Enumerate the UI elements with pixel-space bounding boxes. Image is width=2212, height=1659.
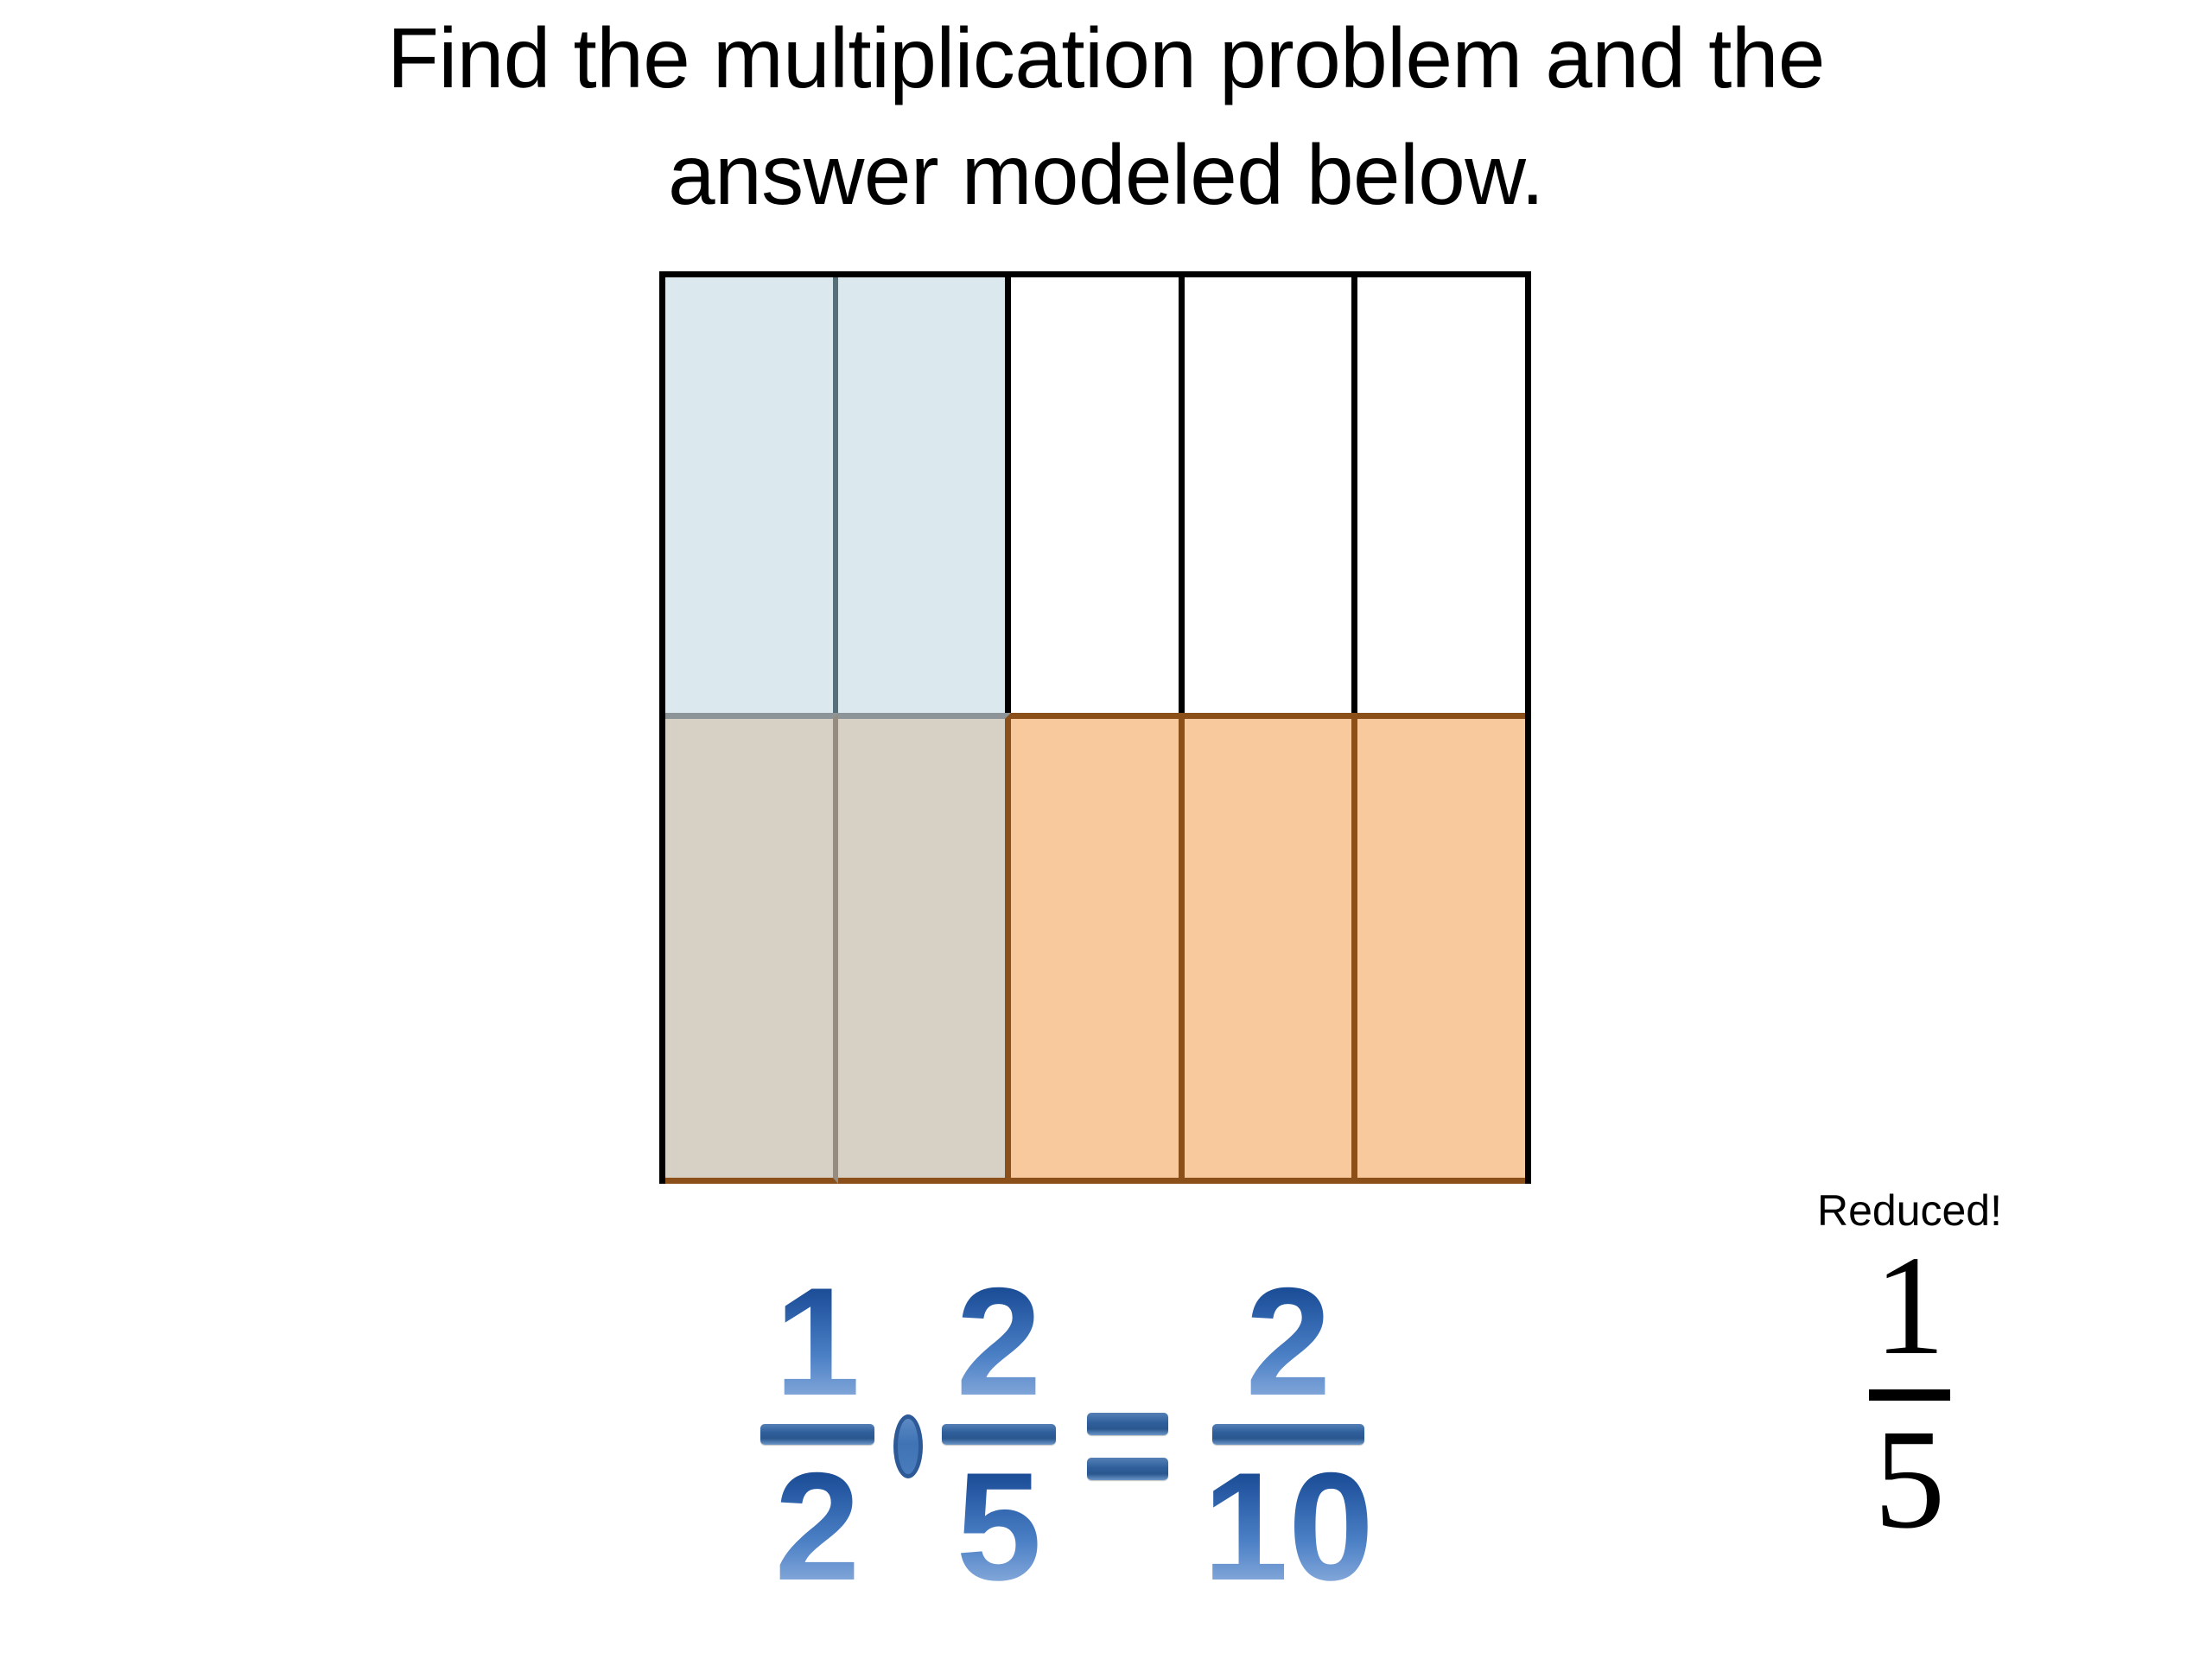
fraction-two-tenths-numerator: 2 xyxy=(1243,1265,1335,1419)
fraction-one-fifth-denominator: 5 xyxy=(1873,1400,1946,1558)
reduced-label: Reduced! xyxy=(1816,1186,2003,1235)
area-model-top-row xyxy=(659,271,1531,719)
equals-bar-top xyxy=(1087,1413,1168,1435)
fraction-two-tenths-denominator: 10 xyxy=(1199,1450,1377,1604)
fraction-one-half-numerator: 1 xyxy=(772,1265,864,1419)
title-line-2: answer modeled below. xyxy=(668,127,1544,222)
area-model-cell-2-4[interactable] xyxy=(1184,713,1358,1184)
fraction-one-fifth-bar xyxy=(1869,1389,1950,1401)
title-line-1: Find the multiplication problem and the xyxy=(387,10,1825,105)
fraction-two-tenths: 2 10 xyxy=(1199,1265,1377,1604)
fraction-two-fifths-denominator: 5 xyxy=(953,1450,1046,1604)
page-title: Find the multiplication problem and the … xyxy=(0,0,2212,233)
fraction-one-fifth: 1 5 xyxy=(1754,1226,2065,1558)
fraction-two-fifths-bar xyxy=(942,1424,1056,1445)
equals-sign-icon xyxy=(1087,1413,1168,1480)
area-model-cell-2-3[interactable] xyxy=(1011,713,1185,1184)
fraction-one-fifth-numerator: 1 xyxy=(1873,1226,1946,1384)
area-model-cell-2-5[interactable] xyxy=(1357,713,1525,1184)
area-model-cell-1-1[interactable] xyxy=(665,277,838,719)
equals-bar-bottom xyxy=(1087,1458,1168,1480)
area-model-cell-1-3[interactable] xyxy=(1011,277,1185,719)
area-model-bottom-row xyxy=(659,713,1531,1184)
reduced-answer-block: Reduced! 1 5 xyxy=(1754,1184,2065,1558)
fraction-one-half-denominator: 2 xyxy=(772,1450,864,1604)
area-model-cell-2-1[interactable] xyxy=(665,713,838,1184)
fraction-one-half: 1 2 xyxy=(760,1265,874,1604)
fraction-area-model xyxy=(659,271,1531,1184)
area-model-cell-1-4[interactable] xyxy=(1185,277,1358,719)
area-model-cell-1-2[interactable] xyxy=(837,277,1012,719)
multiplication-dot-icon xyxy=(893,1414,923,1478)
fraction-one-half-bar xyxy=(760,1424,874,1445)
fraction-two-fifths-numerator: 2 xyxy=(953,1265,1046,1419)
fraction-two-tenths-bar xyxy=(1212,1424,1364,1445)
area-model-cell-1-5[interactable] xyxy=(1357,277,1525,719)
multiplication-equation: 1 2 2 5 2 10 xyxy=(760,1231,1377,1637)
fraction-two-fifths: 2 5 xyxy=(942,1265,1056,1604)
area-model-cell-2-2[interactable] xyxy=(837,713,1012,1184)
